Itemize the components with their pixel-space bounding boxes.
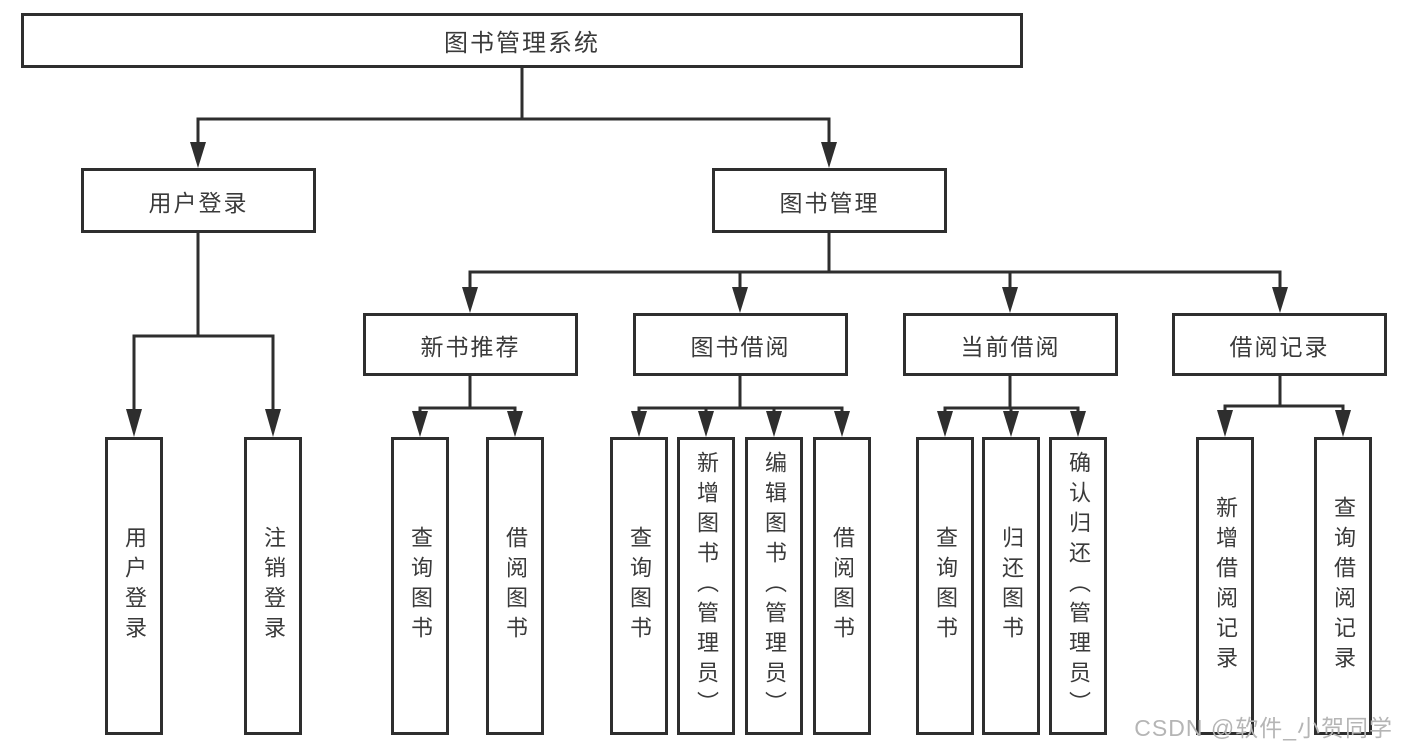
node-new-book-recommend-label: 新书推荐 — [420, 333, 521, 360]
leaf-edit-book-admin: 编辑图书（管理员） — [745, 437, 803, 735]
leaf-query-book-2: 查询图书 — [610, 437, 668, 735]
leaf-borrow-book-2: 借阅图书 — [813, 437, 871, 735]
node-user-login-label: 用户登录 — [148, 189, 249, 216]
leaf-borrow-book-1-label: 借阅图书 — [503, 526, 528, 646]
leaf-return-book: 归还图书 — [982, 437, 1040, 735]
leaf-borrow-book-1: 借阅图书 — [486, 437, 544, 735]
leaf-query-book-2-label: 查询图书 — [627, 526, 652, 646]
node-book-management: 图书管理 — [712, 168, 947, 233]
node-new-book-recommend: 新书推荐 — [363, 313, 578, 376]
node-borrow-record: 借阅记录 — [1172, 313, 1387, 376]
node-root: 图书管理系统 — [21, 13, 1023, 68]
node-root-label: 图书管理系统 — [444, 30, 600, 57]
leaf-add-book-admin: 新增图书（管理员） — [677, 437, 735, 735]
csdn-watermark: CSDN @软件_小贺同学 — [1134, 715, 1393, 741]
node-current-borrow-label: 当前借阅 — [960, 333, 1061, 360]
node-user-login: 用户登录 — [81, 168, 316, 233]
leaf-logout-label: 注销登录 — [261, 526, 286, 646]
leaf-add-borrow-record-label: 新增借阅记录 — [1213, 496, 1238, 676]
leaf-query-book-1-label: 查询图书 — [408, 526, 433, 646]
leaf-query-borrow-record: 查询借阅记录 — [1314, 437, 1372, 735]
leaf-borrow-book-2-label: 借阅图书 — [830, 526, 855, 646]
leaf-user-login: 用户登录 — [105, 437, 163, 735]
leaf-query-book-3-label: 查询图书 — [933, 526, 958, 646]
node-borrow-record-label: 借阅记录 — [1229, 333, 1330, 360]
node-book-borrow-label: 图书借阅 — [690, 333, 791, 360]
leaf-add-book-admin-label: 新增图书（管理员） — [694, 451, 719, 721]
leaf-user-login-label: 用户登录 — [122, 526, 147, 646]
leaf-confirm-return-admin-label: 确认归还（管理员） — [1066, 451, 1091, 721]
leaf-edit-book-admin-label: 编辑图书（管理员） — [762, 451, 787, 721]
leaf-logout: 注销登录 — [244, 437, 302, 735]
leaf-return-book-label: 归还图书 — [999, 526, 1024, 646]
leaf-query-book-3: 查询图书 — [916, 437, 974, 735]
leaf-add-borrow-record: 新增借阅记录 — [1196, 437, 1254, 735]
node-book-borrow: 图书借阅 — [633, 313, 848, 376]
leaf-confirm-return-admin: 确认归还（管理员） — [1049, 437, 1107, 735]
node-book-management-label: 图书管理 — [779, 189, 880, 216]
leaf-query-borrow-record-label: 查询借阅记录 — [1331, 496, 1356, 676]
node-current-borrow: 当前借阅 — [903, 313, 1118, 376]
leaf-query-book-1: 查询图书 — [391, 437, 449, 735]
